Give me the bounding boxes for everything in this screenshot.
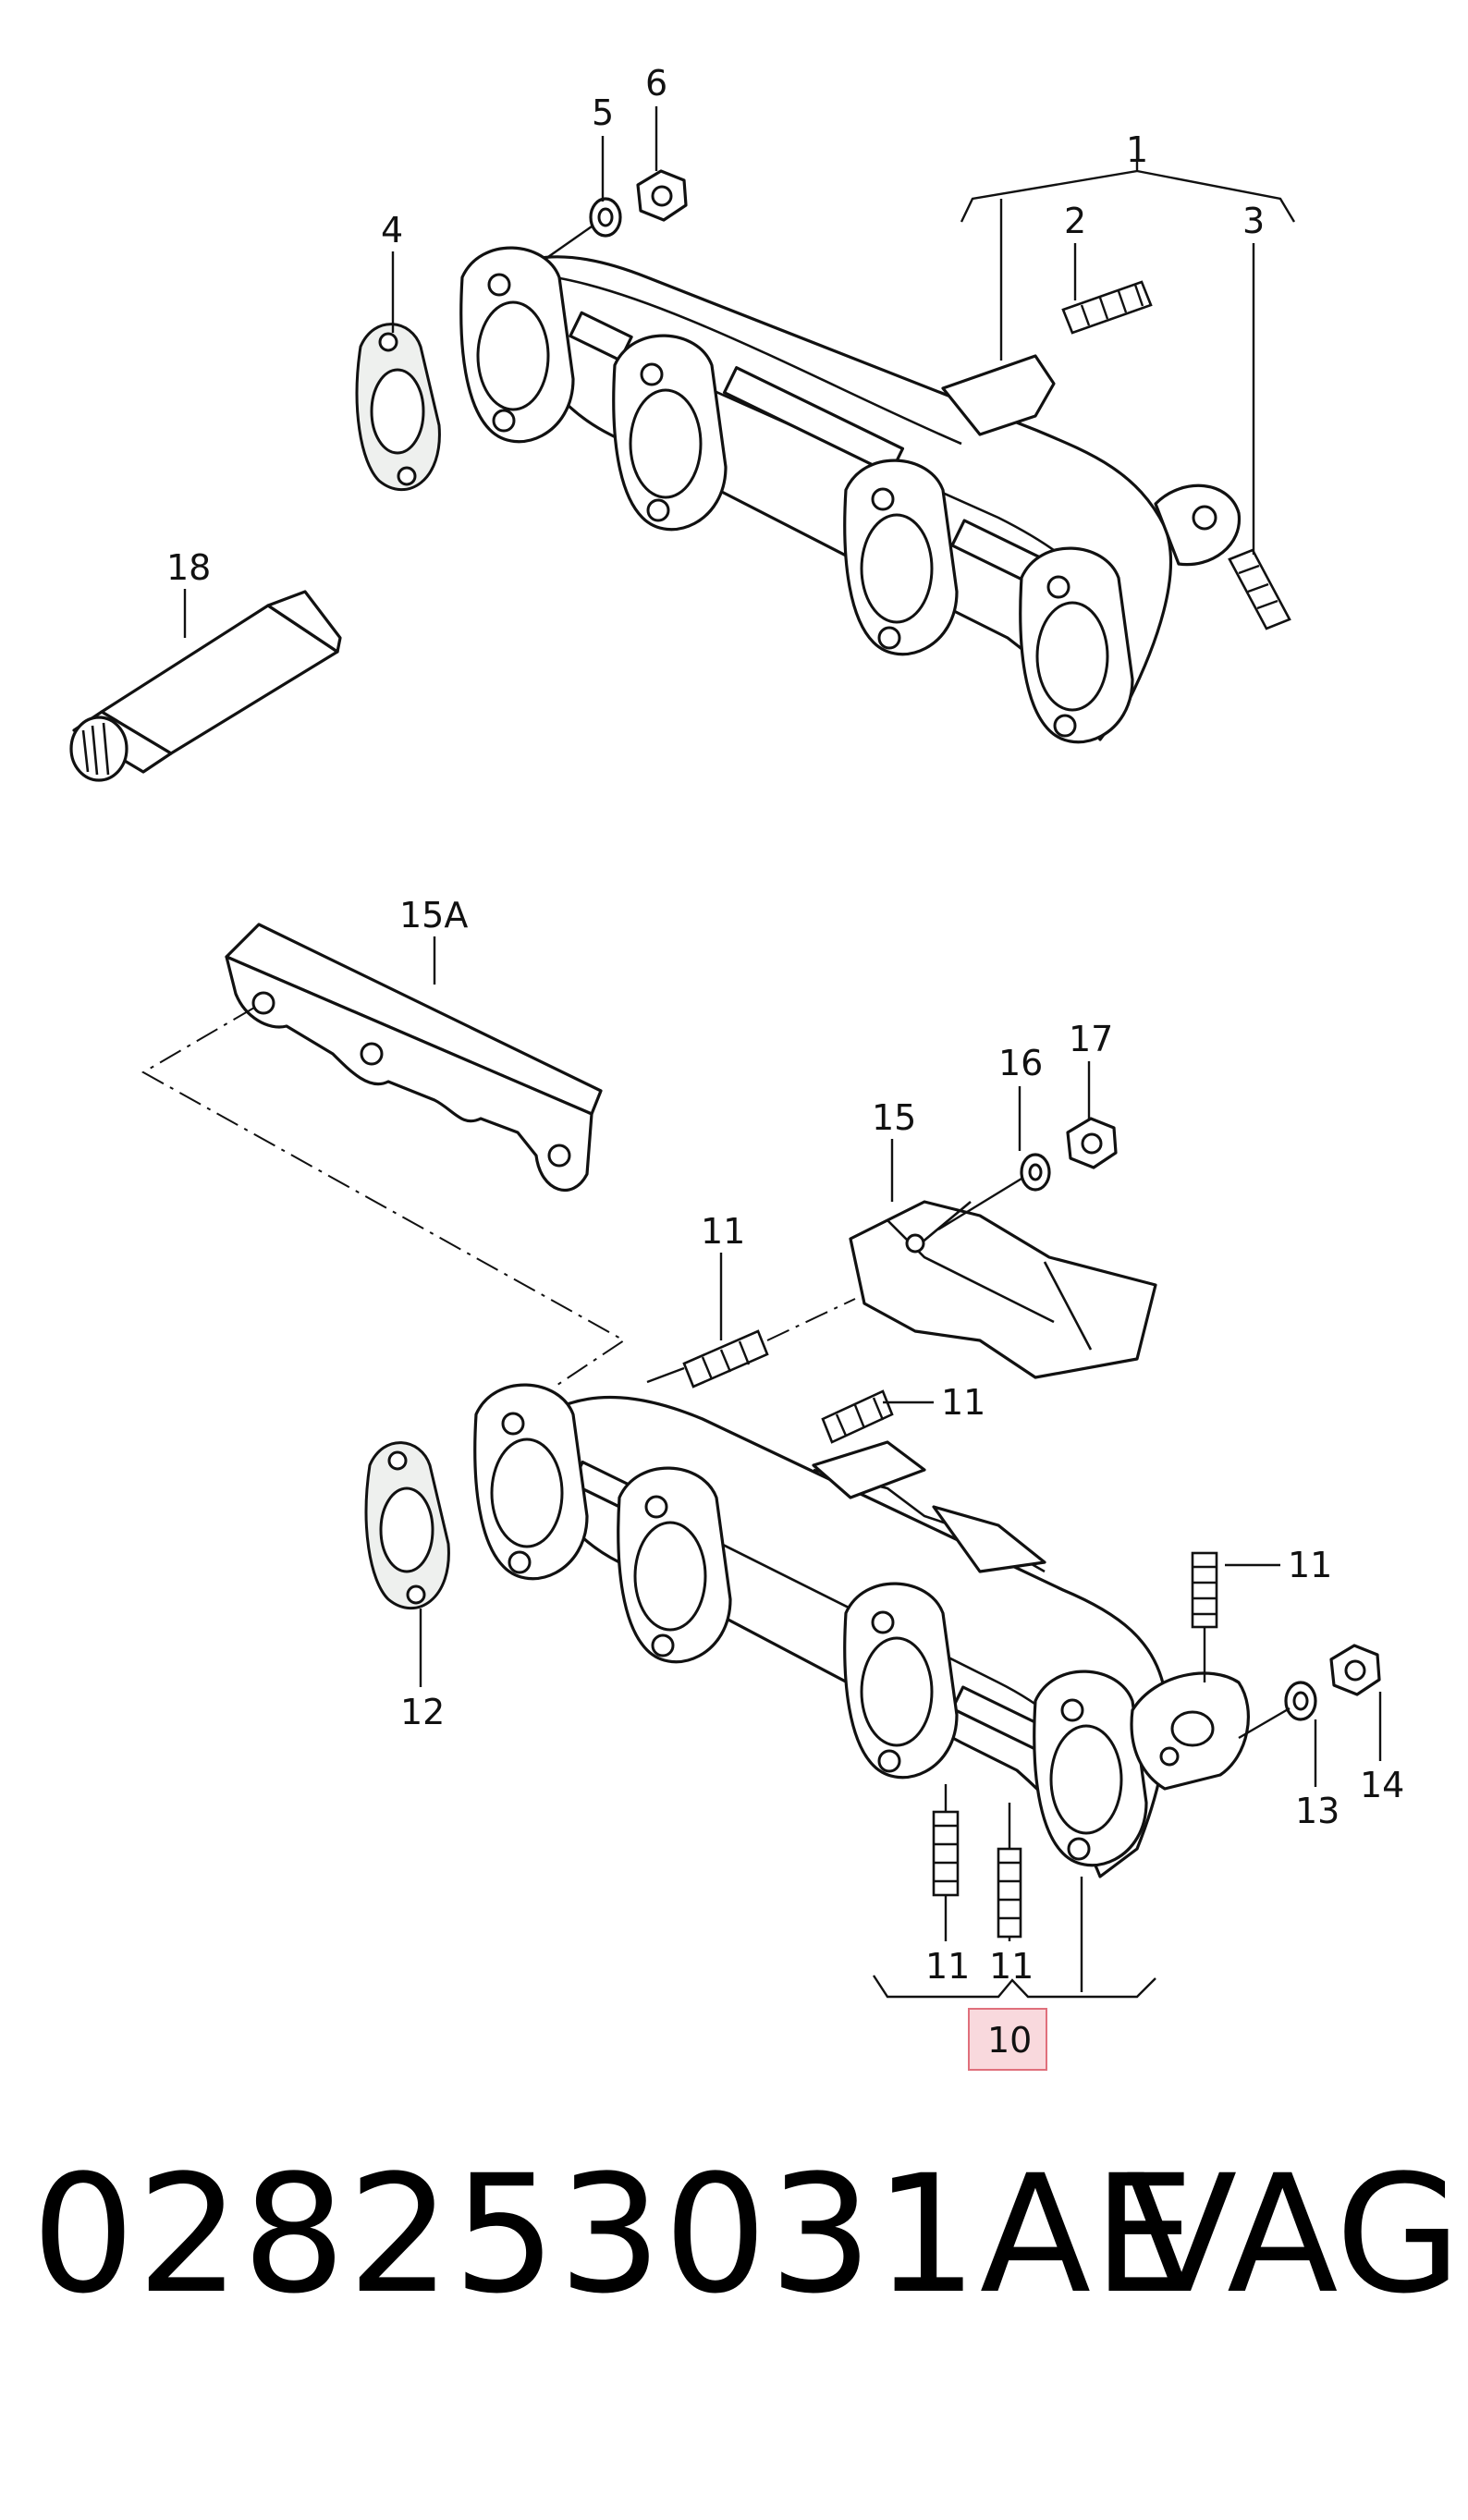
label-2: 2 — [1064, 201, 1086, 241]
part-number: 028253031AE — [31, 2140, 1198, 2330]
heat-shield-15 — [849, 1200, 1157, 1379]
leader-lines — [183, 106, 1382, 1999]
stud-11-middle — [821, 1389, 894, 1444]
label-12: 12 — [400, 1692, 445, 1732]
label-3: 3 — [1242, 201, 1265, 241]
label-11-c: 11 — [1288, 1545, 1332, 1585]
stud-11-upper — [646, 1298, 856, 1388]
upper-manifold-assembly — [69, 169, 1291, 782]
stud-3 — [1228, 548, 1291, 630]
label-11-e: 11 — [989, 1946, 1034, 1987]
label-5: 5 — [592, 92, 614, 133]
stud-11-vertical-right — [1191, 1551, 1218, 1682]
sealant-tube-18 — [69, 590, 342, 782]
label-1: 1 — [1126, 129, 1148, 170]
label-14: 14 — [1360, 1765, 1404, 1805]
label-13: 13 — [1295, 1791, 1340, 1831]
label-11-b: 11 — [941, 1382, 985, 1423]
brand-name: VAG — [1126, 2140, 1462, 2330]
label-11-d: 11 — [925, 1946, 970, 1987]
label-15: 15 — [872, 1097, 916, 1138]
label-15a: 15A — [399, 895, 468, 936]
stud-2 — [1061, 280, 1153, 335]
gasket-4 — [355, 323, 441, 492]
stud-11-vertical-center — [997, 1803, 1022, 1939]
label-11-a: 11 — [701, 1211, 745, 1252]
label-6: 6 — [645, 63, 667, 104]
highlighted-part-box — [968, 2008, 1047, 2071]
label-17: 17 — [1069, 1019, 1113, 1059]
label-18: 18 — [166, 547, 211, 588]
gasket-12 — [364, 1441, 450, 1610]
lower-manifold-assembly — [141, 923, 1381, 1939]
heat-shield-15a — [225, 923, 603, 1192]
part-labels: 1 2 3 4 5 6 18 15A 15 16 17 11 11 11 12 … — [166, 63, 1404, 1987]
stud-11-vertical-left — [932, 1784, 960, 1897]
label-16: 16 — [998, 1043, 1043, 1083]
label-4: 4 — [381, 210, 403, 251]
